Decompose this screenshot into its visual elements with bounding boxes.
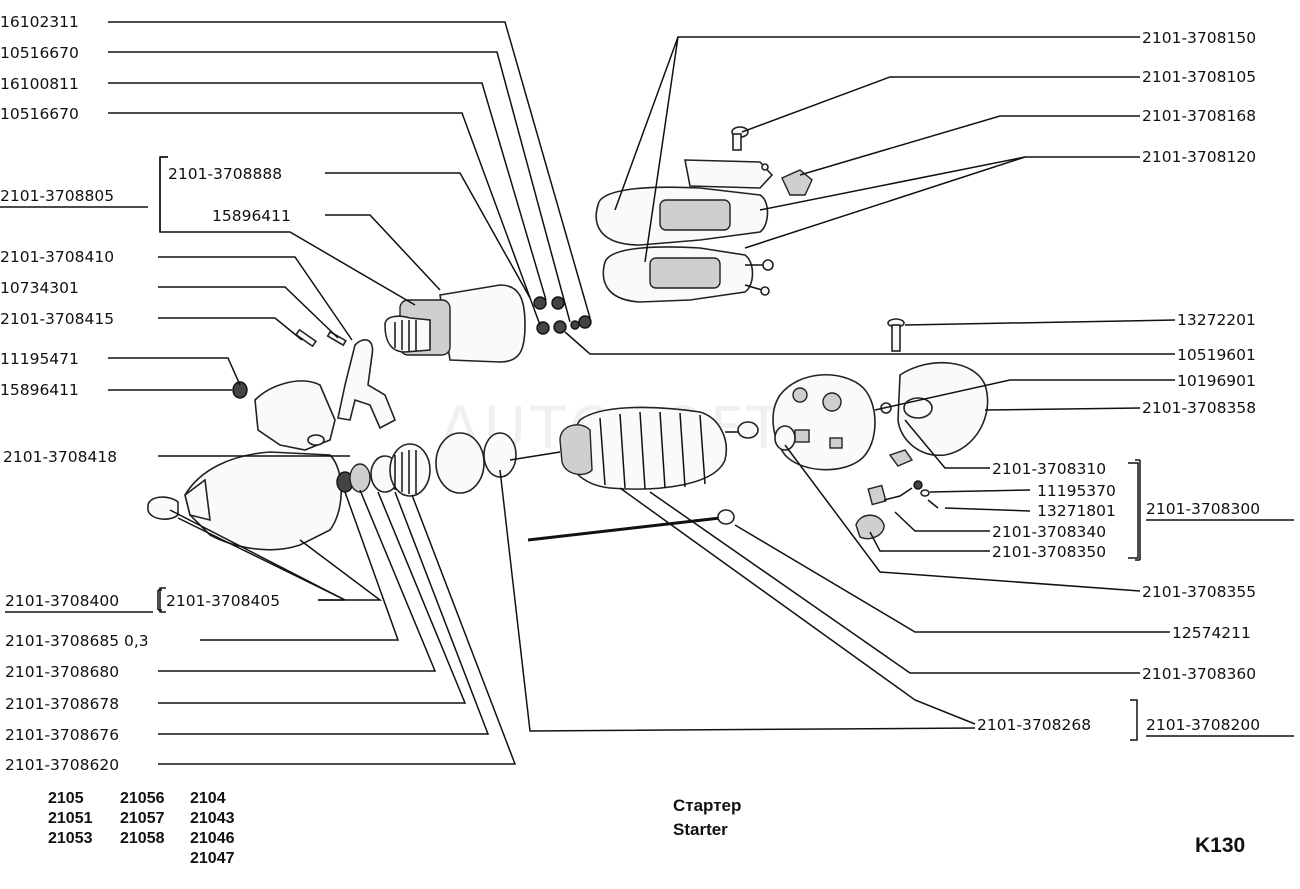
part-label: 16102311: [0, 13, 79, 31]
part-label: 2101-3708105: [1142, 68, 1256, 86]
title-english: Starter: [673, 820, 728, 839]
part-label: 2101-3708620: [5, 756, 119, 774]
drive-housing: [184, 380, 343, 551]
part-label: 2101-3708680: [5, 663, 119, 681]
part-label: 16100811: [0, 75, 79, 93]
tie-bolt: [527, 509, 735, 542]
solenoid-relay: [384, 284, 592, 363]
part-label: 2101-3708268: [977, 716, 1091, 734]
part-label: 10516670: [0, 44, 79, 62]
bracket: [159, 587, 166, 613]
part-label: 12574211: [1172, 624, 1251, 642]
part-label: 10516670: [0, 105, 79, 123]
title-russian: Стартер: [673, 796, 742, 815]
bolt-13272201: [887, 318, 905, 352]
bushing-3708418: [147, 496, 179, 520]
part-label: 2101-3708676: [5, 726, 119, 744]
model-code: 21057: [120, 810, 165, 827]
part-label: 10734301: [0, 279, 79, 297]
left-callouts: 16102311 10516670 16100811 10516670 2101…: [0, 13, 291, 774]
field-coil-assembly: [595, 186, 774, 303]
part-label: 2101-3708350: [992, 543, 1106, 561]
drive-lever: [337, 339, 397, 430]
lever-pin: [294, 328, 347, 348]
bracket: [159, 156, 168, 232]
part-label: 2101-3708888: [168, 165, 282, 183]
model-code: [48, 850, 120, 868]
part-label: 2101-3708310: [992, 460, 1106, 478]
right-callouts: 2101-3708150 2101-3708105 2101-3708168 2…: [977, 29, 1294, 737]
part-label: 11195471: [0, 350, 79, 368]
part-label: 2101-3708418: [3, 448, 117, 466]
part-label-group: 2101-3708300: [1146, 500, 1260, 518]
part-label: 2101-3708415: [0, 310, 114, 328]
part-label: 13271801: [1037, 502, 1116, 520]
model-code: 21056: [120, 790, 165, 807]
page-code: K130: [1195, 834, 1246, 857]
part-label: 15896411: [212, 207, 291, 225]
part-label: 11195370: [1037, 482, 1116, 500]
part-label: 2101-3708340: [992, 523, 1106, 541]
part-label-group: 2101-3708200: [1146, 716, 1260, 734]
pole-screw: [731, 126, 749, 151]
commutator-end-cover: [772, 374, 876, 471]
bracket: [1128, 462, 1139, 559]
part-label-group: 2101-3708805: [0, 187, 114, 205]
part-label: 2101-3708405: [166, 592, 280, 610]
part-label: 2101-3708150: [1142, 29, 1256, 47]
model-code: 21053: [48, 830, 93, 847]
part-label: 2101-3708678: [5, 695, 119, 713]
model-list: 2105 21056 2104 21051 21057 21043 21053 …: [48, 790, 250, 868]
armature: [509, 406, 759, 490]
brush-parts: [855, 480, 939, 540]
part-label: 10519601: [1177, 346, 1256, 364]
model-code: 21043: [190, 810, 235, 827]
part-label: 2101-3708355: [1142, 583, 1256, 601]
part-label-group: 2101-3708400: [5, 592, 119, 610]
part-label: 2101-3708168: [1142, 107, 1256, 125]
model-code: 2105: [48, 790, 84, 807]
model-code: 21051: [48, 810, 93, 827]
part-label: 2101-3708120: [1142, 148, 1256, 166]
end-cap: [880, 361, 989, 467]
pinion-drive: [336, 432, 517, 497]
model-code: 2104: [190, 790, 226, 807]
model-code: [120, 850, 190, 868]
model-code: 21058: [120, 830, 165, 847]
part-label: 2101-3708685 0,3: [5, 632, 149, 650]
part-label: 2101-3708360: [1142, 665, 1256, 683]
part-label: 10196901: [1177, 372, 1256, 390]
model-code: 21046: [190, 830, 235, 847]
washer-11195471: [232, 381, 248, 399]
part-label: 2101-3708410: [0, 248, 114, 266]
model-code: 21047: [190, 850, 235, 867]
part-label: 15896411: [0, 381, 79, 399]
part-label: 13272201: [1177, 311, 1256, 329]
field-terminal: [684, 159, 813, 196]
part-label: 2101-3708358: [1142, 399, 1256, 417]
leader-lines: [108, 21, 1176, 765]
